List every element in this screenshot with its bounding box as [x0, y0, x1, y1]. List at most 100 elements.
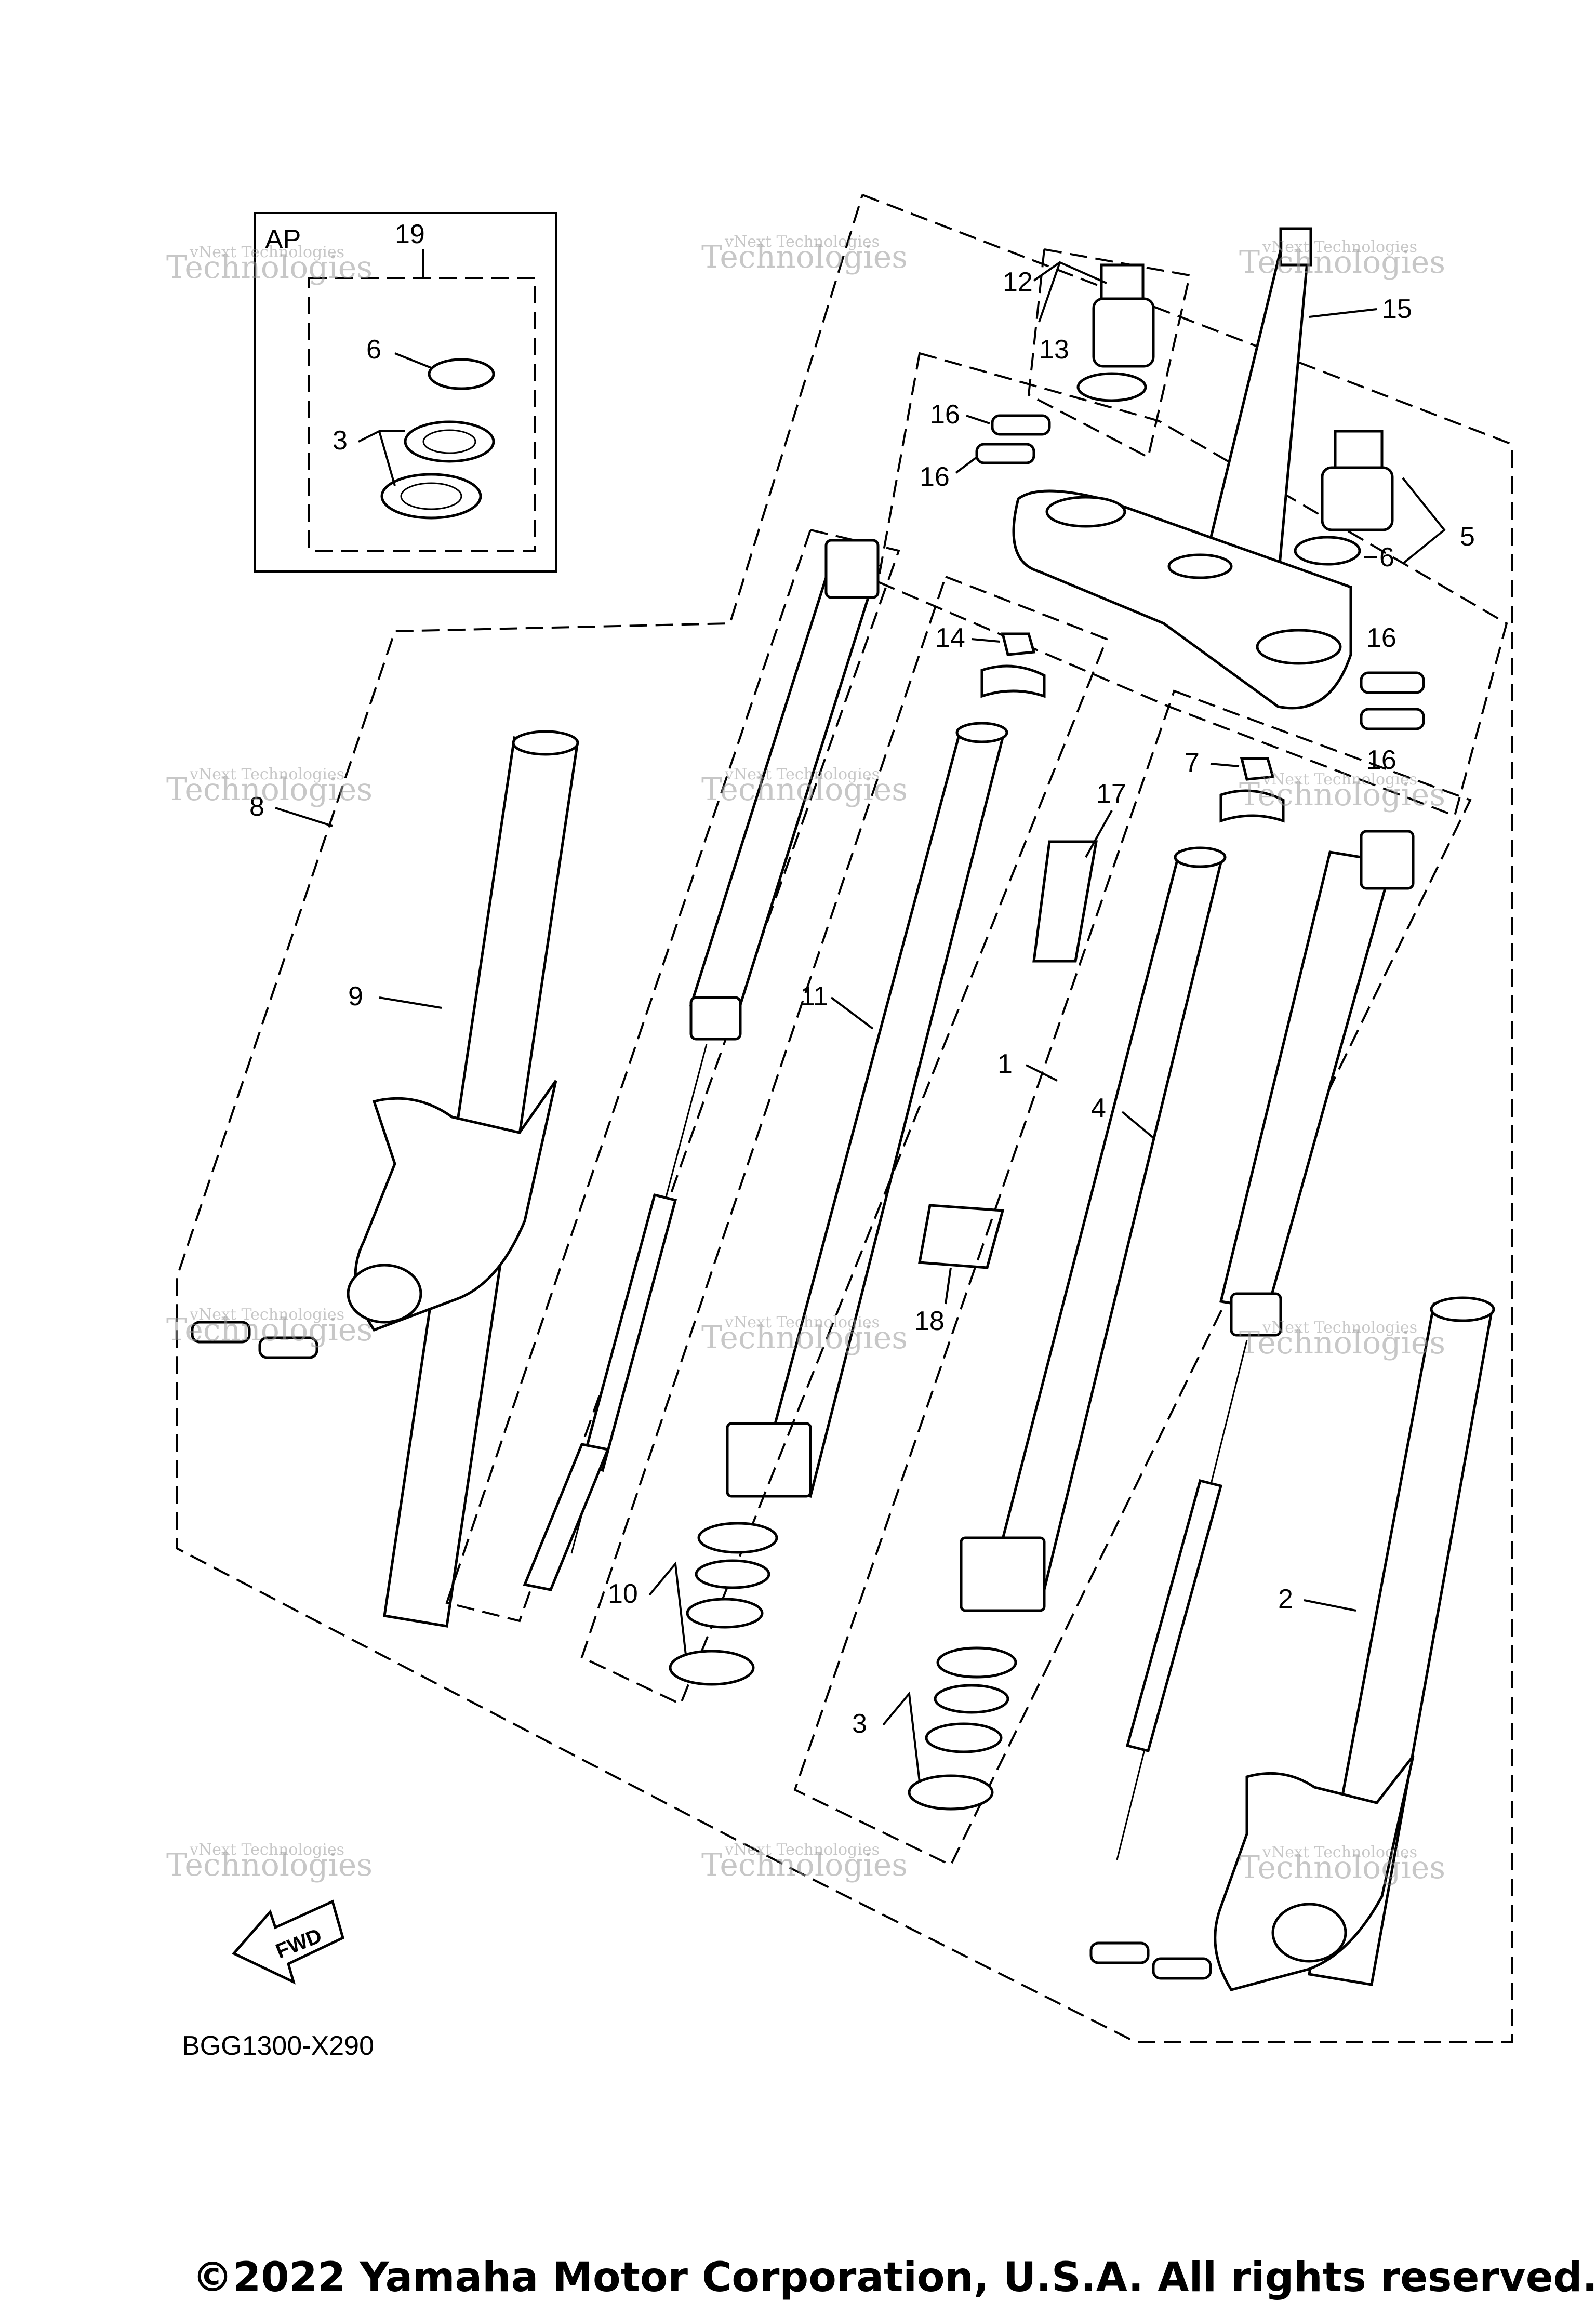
bolt-part: [1360, 671, 1425, 694]
nut-collar-left: 14: [935, 623, 1046, 698]
bolt-part: [1360, 708, 1425, 730]
outer-tube-left: 9: [191, 730, 579, 1628]
slide-metal-upper: [1032, 840, 1098, 963]
o-ring-part: [1294, 536, 1361, 566]
seal-kit-right: 3: [852, 1646, 1017, 1811]
callout-19: 19: [395, 219, 425, 249]
watermark-line1: vNext Technologies: [189, 1306, 344, 1324]
damper-assembly-right: [1116, 830, 1415, 1860]
watermark-line1: vNext Technologies: [724, 233, 880, 251]
callout-5: 5: [1460, 522, 1475, 552]
watermark-line1: vNext Technologies: [724, 1313, 880, 1332]
upper-bracket-assembly: 15: [876, 227, 1508, 817]
watermark-line1: vNext Technologies: [1262, 1843, 1417, 1861]
callout-3a: 3: [332, 425, 348, 456]
callout-14: 14: [935, 623, 965, 653]
watermark-line2: Technologies: [166, 249, 373, 286]
watermark-line1: vNext Technologies: [724, 1841, 880, 1859]
pinch-bolts-lower: 16 16: [1360, 623, 1425, 775]
axle-bracket: [1214, 1755, 1415, 1991]
diagram-code: BGG1300-X290: [182, 2031, 374, 2061]
dust-seal-part: [380, 473, 482, 520]
callout-17: 17: [1096, 779, 1126, 809]
callout-13: 13: [1039, 335, 1069, 365]
bolt-part: [191, 1321, 251, 1344]
damper-assembly-left: [445, 528, 900, 1623]
callout-3b: 3: [852, 1709, 867, 1739]
callout-12: 12: [1003, 267, 1033, 297]
dust-seal-part: [669, 1650, 755, 1686]
watermark-line2: Technologies: [166, 772, 373, 808]
watermark-line2: Technologies: [166, 1312, 373, 1348]
inset-label: AP: [265, 224, 301, 255]
watermark-line2: Technologies: [1239, 1850, 1445, 1886]
callout-11: 11: [800, 981, 828, 1012]
fork-spring-part: [1219, 850, 1394, 1311]
watermark-line1: vNext Technologies: [724, 765, 880, 783]
cap-bolt-right: 5 6: [1294, 430, 1475, 573]
slide-metal-lower: [918, 1204, 1005, 1269]
dust-seal-part: [908, 1774, 994, 1811]
watermark-line1: vNext Technologies: [1262, 238, 1417, 256]
nut-collar-right: 7: [1185, 748, 1285, 823]
callout-18: 18: [914, 1306, 945, 1336]
bolt-part: [975, 443, 1035, 464]
cap-bolt-part: [1092, 297, 1155, 368]
callout-4: 4: [1091, 1093, 1106, 1123]
pinch-bolts-upper: 16 16: [920, 400, 1051, 492]
callout-16c: 16: [1366, 623, 1396, 653]
callout-1: 1: [998, 1049, 1013, 1079]
o-ring-part: [428, 358, 495, 390]
callout-16b: 16: [920, 462, 950, 492]
collar-part: [1219, 789, 1285, 823]
inner-tube-part: [990, 850, 1223, 1591]
watermark-line1: vNext Technologies: [189, 1841, 344, 1859]
callout-16a: 16: [930, 400, 960, 430]
outer-tube-right: 2: [1089, 1296, 1495, 1991]
watermark-line1: vNext Technologies: [1262, 770, 1417, 789]
cap-bolt-left: 12 13: [1003, 248, 1191, 459]
nut-part: [1240, 757, 1275, 781]
watermark-line1: vNext Technologies: [189, 243, 344, 261]
watermarks: vNext Technologies Technologies vNext Te…: [166, 233, 1445, 1886]
callout-7: 7: [1185, 748, 1200, 778]
fwd-arrow-icon: FWD: [231, 1899, 344, 1985]
watermark-line2: Technologies: [1239, 777, 1445, 813]
damper-rod-part: [580, 1193, 677, 1472]
inner-tube-right: 4: [793, 689, 1472, 1867]
oil-seal-part: [404, 420, 495, 463]
callout-10: 10: [608, 1579, 638, 1609]
watermark-line2: Technologies: [701, 239, 908, 275]
damper-rod-part: [1125, 1479, 1223, 1753]
inset-ap-kit: AP 19 6 3: [254, 212, 557, 573]
copyright-notice: ©2022 Yamaha Motor Corporation, U.S.A. A…: [192, 2254, 1596, 2301]
callout-9: 9: [348, 981, 363, 1012]
inner-tube-left: 11: [726, 722, 1008, 1498]
bolt-part: [1089, 1941, 1150, 1964]
cap-bolt-part: [1321, 466, 1394, 531]
bolt-part: [991, 414, 1051, 436]
assembly-boundary: [176, 194, 1513, 2043]
steering-stem: [1198, 237, 1311, 583]
watermark-line2: Technologies: [701, 1847, 908, 1883]
collar-part: [980, 664, 1046, 698]
callout-16d: 16: [1366, 745, 1396, 775]
callout-6a: 6: [366, 335, 381, 365]
watermark-line1: vNext Technologies: [1262, 1319, 1417, 1337]
nut-part: [1001, 632, 1036, 656]
watermark-line2: Technologies: [1239, 1325, 1445, 1361]
callout-6b: 6: [1379, 542, 1394, 573]
watermark-line2: Technologies: [701, 772, 908, 808]
callout-15: 15: [1382, 294, 1412, 324]
seal-kit-left: 10: [580, 575, 1108, 1706]
watermark-line1: vNext Technologies: [189, 765, 344, 783]
callout-2: 2: [1278, 1584, 1293, 1614]
slide-metals: 17 18: [914, 779, 1126, 1336]
watermark-line2: Technologies: [166, 1847, 373, 1883]
watermark-line2: Technologies: [1239, 244, 1445, 281]
bolt-part: [1152, 1957, 1212, 1980]
watermark-line2: Technologies: [701, 1320, 908, 1356]
callout-8: 8: [249, 792, 264, 822]
bolt-part: [258, 1336, 318, 1359]
